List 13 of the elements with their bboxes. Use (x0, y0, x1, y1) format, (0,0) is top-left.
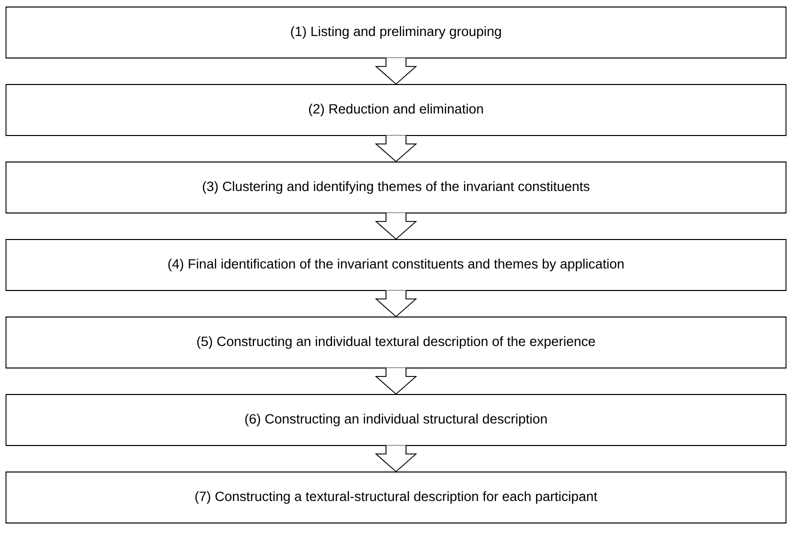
process-box: (4) Final identification of the invariant constituents and themes by application (6, 239, 786, 291)
process-box: (1) Listing and preliminary grouping (6, 6, 786, 58)
block-arrow (374, 290, 418, 318)
block-arrow (374, 367, 418, 395)
process-box: (6) Constructing an individual structural description (6, 394, 786, 446)
process-box: (5) Constructing an individual textural description of the experience (6, 316, 786, 368)
process-box: (7) Constructing a textural-structural description for each participant (6, 472, 786, 524)
process-box: (2) Reduction and elimination (6, 84, 786, 136)
block-arrow (374, 57, 418, 85)
block-arrow (374, 444, 418, 472)
block-arrow (374, 134, 418, 162)
block-arrow (374, 212, 418, 240)
process-box: (3) Clustering and identifying themes of the invariant constituents (6, 162, 786, 214)
